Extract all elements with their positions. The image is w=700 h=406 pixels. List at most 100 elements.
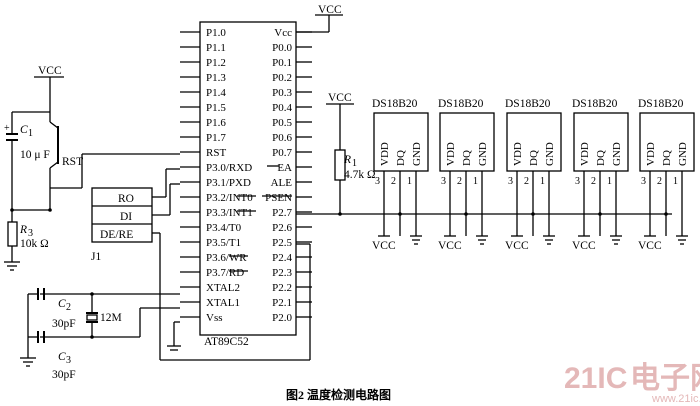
sensor-pin-label: VDD: [579, 142, 591, 166]
sensor-pin-label: GND: [411, 142, 423, 166]
sensor-bus-junction: [464, 212, 468, 216]
converter-wires: [152, 168, 311, 361]
c1-name: C: [20, 124, 28, 136]
sensor-bus-junction: [598, 212, 602, 216]
watermark-brand: 21IC: [564, 362, 627, 395]
c2-value: 30pF: [52, 318, 76, 330]
mcu-right-pin-label: P2.5: [272, 237, 292, 249]
r3-name: R: [19, 224, 27, 236]
mcu-left-pin-label: P1.6: [206, 117, 226, 129]
sensor-pin-number: 3: [641, 176, 646, 187]
sensor-vcc-label: VCC: [638, 240, 662, 252]
sensor-body: [639, 112, 695, 172]
sensor-bus-junction: [398, 212, 402, 216]
mcu-right-pin-label: P0.7: [272, 147, 292, 159]
mcu-left-pin-label: P3.3/INT1: [206, 207, 253, 219]
mcu-left-pin-label: P3.0/RXD: [206, 162, 252, 174]
mcu-left-pin-label: P1.2: [206, 57, 226, 69]
mcu-left-pin-label: P3.7/RD: [206, 267, 244, 279]
sensor-pin-number: 2: [457, 176, 462, 187]
c1-sub: 1: [28, 128, 33, 139]
mcu-right-pin-label: P0.0: [272, 42, 292, 54]
mcu-left-pin-label: P3.4/T0: [206, 222, 242, 234]
sensor-vcc-label: VCC: [572, 240, 596, 252]
sensor-pin-label: VDD: [512, 142, 524, 166]
mcu-right-pin-label: P2.6: [272, 222, 292, 234]
r1-value: 4.7k Ω: [344, 169, 376, 181]
mcu-left-pin-label: P3.1/PXD: [206, 177, 251, 189]
mcu-right-pin-label: P2.7: [272, 207, 292, 219]
r1-name: R: [343, 154, 351, 166]
reset-circuit: VCC +: [4, 65, 180, 271]
r3-value: 10k Ω: [20, 238, 49, 250]
c1-value: 10 μ F: [20, 149, 50, 161]
mcu-right-pin-label: P2.4: [272, 252, 292, 264]
sensor-pin-number: 3: [375, 176, 380, 187]
svg-text:VCC: VCC: [328, 92, 352, 104]
mcu-right-pin-label: P0.1: [272, 57, 292, 69]
sensor-name: DS18B20: [505, 98, 551, 110]
sensor-name: DS18B20: [572, 98, 618, 110]
mcu-right-pin-label: P0.2: [272, 72, 292, 84]
mcu-left-pin-label: P1.0: [206, 27, 226, 39]
c2-name: C: [58, 298, 66, 310]
mcu-left-pin-label: P1.1: [206, 42, 226, 54]
sensor-pin-number: 3: [575, 176, 580, 187]
mcu-body: [199, 21, 297, 336]
mcu-left-pin-label: RST: [206, 147, 226, 159]
sensor-array: DS18B20VDD3DQ2GND1VCCDS18B20VDD3DQ2GND1V…: [372, 98, 695, 252]
mcu-right-pin-label: P2.1: [272, 297, 292, 309]
sensor-body: [573, 112, 629, 172]
converter-label: J1: [91, 251, 101, 263]
rst-label: RST: [62, 156, 83, 168]
mcu-left-pin-label: P1.7: [206, 132, 226, 144]
mcu-left-pin-label: P1.5: [206, 102, 226, 114]
sensor-pin-label: DQ: [461, 150, 473, 166]
sensor-pin-number: 2: [657, 176, 662, 187]
sensor-pin-number: 2: [591, 176, 596, 187]
sensor-body: [506, 112, 562, 172]
sensor-pin-label: DQ: [528, 150, 540, 166]
svg-text:+: +: [4, 123, 10, 134]
crystal-value: 12M: [100, 312, 122, 324]
sensor-pin-label: VDD: [379, 142, 391, 166]
mcu-left-pin-label: P1.4: [206, 87, 226, 99]
svg-text:VCC: VCC: [38, 65, 62, 77]
sensor-pin-number: 3: [441, 176, 446, 187]
converter-pin-de-re: DE/RE: [100, 229, 133, 241]
sensor-pin-number: 1: [607, 176, 612, 187]
mcu-right-pin-label: P0.6: [272, 132, 292, 144]
watermark-cn: 电子网: [630, 362, 700, 395]
c3-name: C: [58, 351, 66, 363]
sensor-pin-label: VDD: [445, 142, 457, 166]
mcu-right-pin-label: P2.2: [272, 282, 292, 294]
sensor-name: DS18B20: [638, 98, 684, 110]
sensor-pin-number: 2: [391, 176, 396, 187]
crystal-oscillator: [20, 288, 181, 367]
sensor-pin-number: 1: [540, 176, 545, 187]
mcu-left-pin-label: XTAL1: [206, 297, 240, 309]
svg-text:VCC: VCC: [318, 4, 342, 16]
converter-pin-ro: RO: [118, 193, 134, 205]
sensor-pin-number: 1: [473, 176, 478, 187]
mcu-right-pin-label: P2.3: [272, 267, 292, 279]
sensor-pin-label: DQ: [595, 150, 607, 166]
watermark-site: www.21ic.com: [651, 393, 700, 405]
sensor-pin-label: GND: [677, 142, 689, 166]
mcu-name: AT89C52: [204, 336, 249, 348]
sensor-pin-label: DQ: [661, 150, 673, 166]
one-wire-bus: VCC: [296, 92, 672, 216]
sensor-pin-label: GND: [611, 142, 623, 166]
sensor-vcc-label: VCC: [438, 240, 462, 252]
sensor-pin-number: 1: [407, 176, 412, 187]
sensor-pin-number: 1: [673, 176, 678, 187]
sensor-vcc-label: VCC: [372, 240, 396, 252]
mcu-right-pin-label: ALE: [271, 177, 293, 189]
c3-value: 30pF: [52, 369, 76, 381]
mcu-left-pin-label: P3.6/WR: [206, 252, 247, 264]
mcu-right-pin-label: P0.4: [272, 102, 292, 114]
